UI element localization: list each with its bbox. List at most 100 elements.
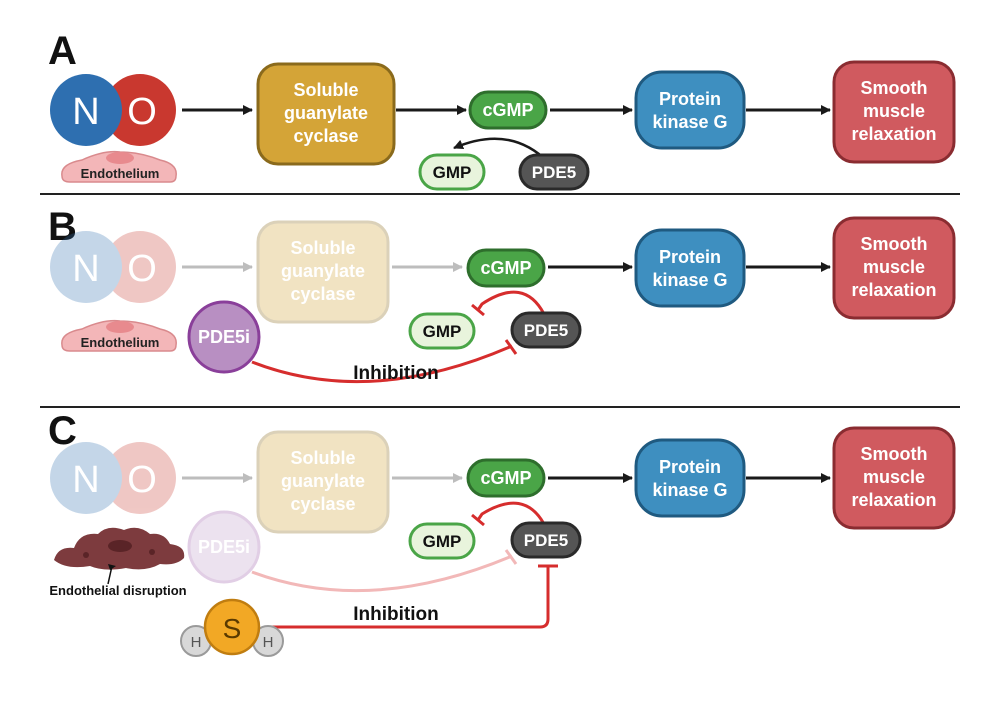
endothelial-disruption-icon bbox=[54, 527, 185, 570]
o-label: O bbox=[127, 459, 157, 501]
pde5-pill: PDE5 bbox=[510, 311, 582, 349]
sulfur-label: S bbox=[223, 613, 242, 644]
sgc-line-2: guanylate bbox=[281, 471, 365, 491]
pkg-line-2: kinase G bbox=[652, 112, 727, 132]
pkg-line-1: Protein bbox=[659, 247, 721, 267]
gmp-label: GMP bbox=[423, 532, 462, 551]
n-label: N bbox=[72, 459, 99, 501]
pde5-pill: PDE5 bbox=[518, 153, 590, 191]
gmp-pill: GMP bbox=[408, 312, 476, 350]
sgc-line-3: cyclase bbox=[290, 494, 355, 514]
smr-line-1: Smooth bbox=[861, 78, 928, 98]
inhibition-curve bbox=[251, 344, 513, 384]
cgmp-label: cGMP bbox=[480, 258, 531, 278]
sulfur-atom bbox=[203, 598, 261, 656]
inhibition-label: Inhibition bbox=[353, 604, 438, 625]
pde5i-circle: PDE5i bbox=[187, 510, 261, 584]
panel-letter: B bbox=[48, 205, 77, 249]
pkg-line-1: Protein bbox=[659, 89, 721, 109]
nitric-oxide-molecule: N O bbox=[50, 442, 176, 514]
nitrogen-atom bbox=[50, 231, 122, 303]
faded-inhibition-curve bbox=[251, 554, 513, 593]
n-label: N bbox=[72, 91, 99, 133]
oxygen-atom bbox=[104, 442, 176, 514]
faded-inhibition-bar bbox=[504, 549, 518, 565]
hydrogen-sulfide-molecule: S H H bbox=[180, 598, 284, 657]
endothelium-cell: Endothelium bbox=[61, 319, 177, 352]
protein-kinase-g-box: Protein kinase G bbox=[634, 70, 746, 150]
disruption-label: Endothelial disruption bbox=[49, 583, 186, 598]
gmp-label: GMP bbox=[423, 322, 462, 341]
protein-kinase-g-box: Protein kinase G bbox=[634, 438, 746, 518]
cgmp-label: cGMP bbox=[482, 100, 533, 120]
sgc-line-1: Soluble bbox=[290, 238, 355, 258]
nitrogen-atom bbox=[50, 74, 122, 146]
smr-line-2: muscle bbox=[863, 257, 925, 277]
smr-line-1: Smooth bbox=[861, 444, 928, 464]
smr-line-2: muscle bbox=[863, 467, 925, 487]
soluble-guanylate-cyclase-box: Soluble guanylate cyclase bbox=[256, 430, 390, 534]
nitrogen-atom bbox=[50, 442, 122, 514]
smooth-muscle-relaxation-box: Smooth muscle relaxation bbox=[832, 60, 956, 164]
n-label: N bbox=[72, 248, 99, 290]
pkg-line-1: Protein bbox=[659, 457, 721, 477]
endothelium-cell: Endothelium bbox=[61, 150, 177, 183]
panel-letter: A bbox=[48, 29, 77, 73]
gmp-pill: GMP bbox=[408, 522, 476, 560]
inhibition-bar bbox=[471, 303, 485, 317]
smooth-muscle-relaxation-box: Smooth muscle relaxation bbox=[832, 216, 956, 320]
smr-line-1: Smooth bbox=[861, 234, 928, 254]
inhibition-curve bbox=[476, 501, 546, 525]
sgc-line-2: guanylate bbox=[284, 103, 368, 123]
cgmp-pill: cGMP bbox=[468, 90, 548, 130]
sgc-line-3: cyclase bbox=[290, 284, 355, 304]
cgmp-label: cGMP bbox=[480, 468, 531, 488]
pde5i-label: PDE5i bbox=[198, 327, 250, 347]
pde5-label: PDE5 bbox=[532, 163, 576, 182]
oxygen-atom bbox=[104, 231, 176, 303]
pde5-pill: PDE5 bbox=[510, 521, 582, 559]
smr-line-3: relaxation bbox=[851, 124, 936, 144]
hydrogen-label: H bbox=[263, 634, 274, 651]
sgc-line-2: guanylate bbox=[281, 261, 365, 281]
o-label: O bbox=[127, 248, 157, 290]
pkg-line-2: kinase G bbox=[652, 480, 727, 500]
nucleus bbox=[106, 321, 134, 333]
smr-line-2: muscle bbox=[863, 101, 925, 121]
pde5i-circle: PDE5i bbox=[187, 300, 261, 374]
oxygen-atom bbox=[104, 74, 176, 146]
pkg-line-2: kinase G bbox=[652, 270, 727, 290]
gmp-pill: GMP bbox=[418, 153, 486, 191]
panel-a: A N O Endothelium Soluble guanylate cycl… bbox=[48, 29, 956, 191]
panel-b: B N O Endothelium Soluble guanylate cycl… bbox=[48, 205, 956, 384]
nitric-oxide-molecule: N O bbox=[50, 74, 176, 146]
smr-line-3: relaxation bbox=[851, 280, 936, 300]
cgmp-pill: cGMP bbox=[466, 248, 546, 288]
inhibition-bar bbox=[471, 513, 485, 527]
gmp-label: GMP bbox=[433, 163, 472, 182]
inhibition-label: Inhibition bbox=[353, 363, 438, 384]
smr-line-3: relaxation bbox=[851, 490, 936, 510]
endothelium-label: Endothelium bbox=[81, 166, 160, 181]
nucleus bbox=[106, 152, 134, 164]
soluble-guanylate-cyclase-box: Soluble guanylate cyclase bbox=[256, 62, 396, 166]
pde5i-label: PDE5i bbox=[198, 537, 250, 557]
pde5-label: PDE5 bbox=[524, 531, 568, 550]
pointer-head bbox=[108, 564, 116, 570]
inhibition-curve bbox=[476, 290, 546, 315]
sgc-line-3: cyclase bbox=[293, 126, 358, 146]
endothelium-label: Endothelium bbox=[81, 335, 160, 350]
panel-letter: C bbox=[48, 409, 77, 453]
soluble-guanylate-cyclase-box: Soluble guanylate cyclase bbox=[256, 220, 390, 324]
pde5-label: PDE5 bbox=[524, 321, 568, 340]
panel-c: C N O Endothelial disruption Soluble gua… bbox=[48, 409, 956, 657]
sgc-line-1: Soluble bbox=[293, 80, 358, 100]
h2s-inhibition-line bbox=[270, 566, 550, 629]
inhibition-bar bbox=[504, 339, 518, 355]
cgmp-pill: cGMP bbox=[466, 458, 546, 498]
smooth-muscle-relaxation-box: Smooth muscle relaxation bbox=[832, 426, 956, 530]
protein-kinase-g-box: Protein kinase G bbox=[634, 228, 746, 308]
hydrogen-label: H bbox=[191, 634, 202, 651]
sgc-line-1: Soluble bbox=[290, 448, 355, 468]
